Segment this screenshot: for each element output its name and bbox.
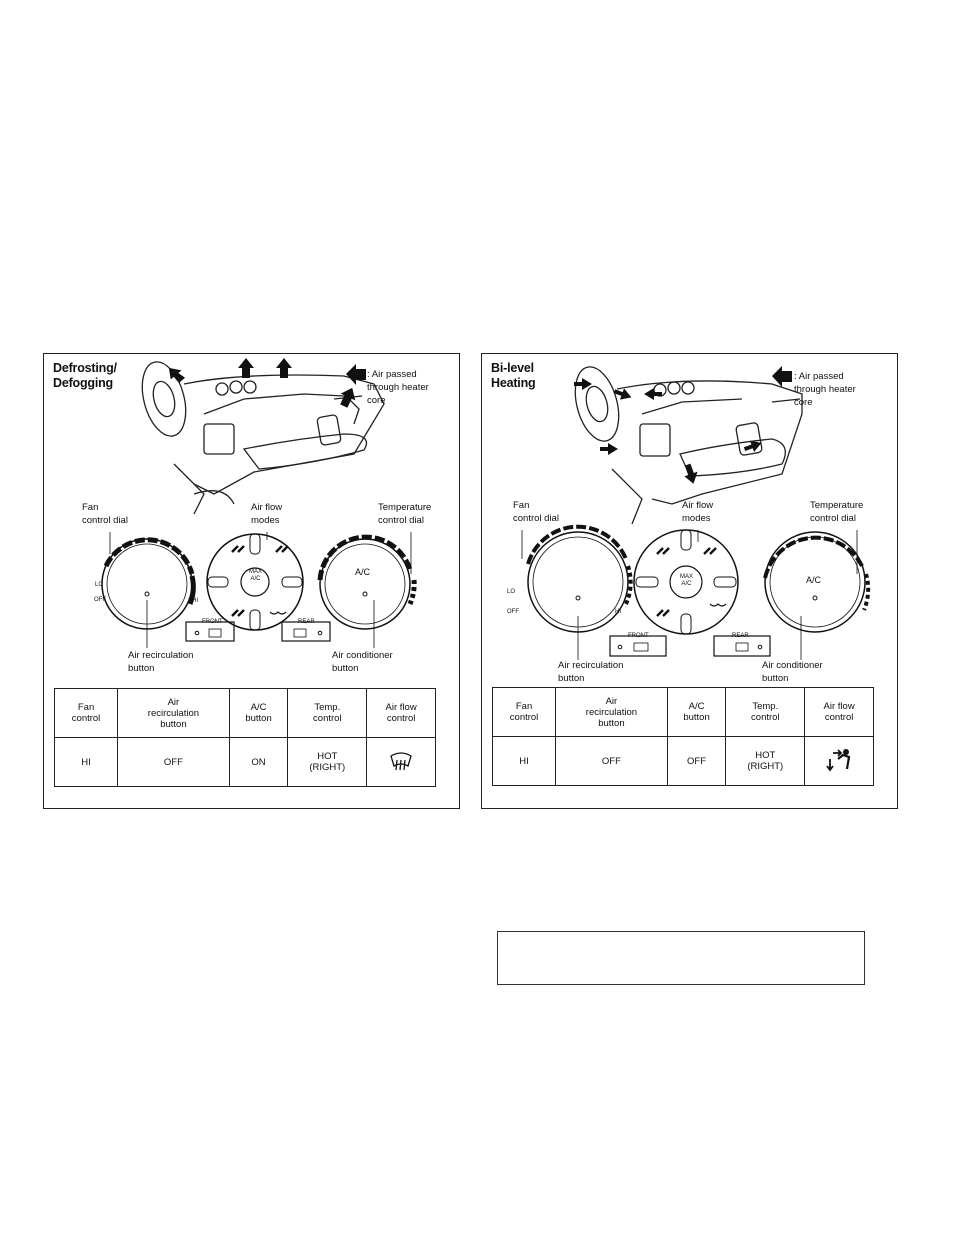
rear-defroster-button[interactable] bbox=[281, 621, 331, 642]
panel-title: Defrosting/ Defogging bbox=[53, 361, 117, 390]
temperature-control-dial[interactable] bbox=[317, 534, 417, 630]
dashboard-illustration bbox=[101, 358, 417, 648]
table-value-ac: OFF bbox=[666, 736, 727, 786]
table-header-temp: Temp.control bbox=[725, 687, 806, 737]
legend-text: : Air passed through heater core bbox=[367, 369, 429, 406]
table-value-fan: HI bbox=[53, 737, 119, 787]
table-value-row: HI OFF ON HOT(RIGHT) bbox=[53, 737, 436, 787]
table-value-airflow bbox=[366, 737, 436, 787]
front-label: FRONT bbox=[202, 619, 223, 625]
table-value-fan: HI bbox=[491, 736, 557, 786]
airflow-arrows bbox=[168, 358, 356, 408]
fan-lo-label: LO bbox=[95, 582, 104, 588]
fan-off-label: OFF bbox=[507, 609, 519, 615]
panel-title: Bi-level Heating bbox=[491, 361, 536, 390]
table-value-ac: ON bbox=[228, 737, 289, 787]
rear-label: REAR bbox=[298, 619, 315, 625]
rear-defroster-button[interactable] bbox=[713, 635, 771, 657]
empty-text-box bbox=[497, 931, 865, 985]
ac-button-label: A/C bbox=[355, 567, 371, 577]
fan-control-dial[interactable] bbox=[101, 537, 196, 630]
rear-label: REAR bbox=[732, 633, 749, 639]
fan-lo-label: LO bbox=[507, 589, 516, 595]
ac-button-label: A/C bbox=[806, 575, 822, 585]
table-value-temp: HOT(RIGHT) bbox=[725, 736, 806, 786]
fan-hi-label: HI bbox=[192, 598, 198, 604]
legend-arrow-icon bbox=[346, 364, 366, 385]
fan-off-label: OFF bbox=[94, 597, 106, 603]
table-value-airflow bbox=[804, 736, 874, 786]
table-header-temp: Temp.control bbox=[287, 688, 368, 738]
dashboard-illustration bbox=[521, 366, 871, 660]
table-value-row: HI OFF OFF HOT(RIGHT) bbox=[491, 736, 874, 786]
front-defroster-button[interactable] bbox=[185, 621, 235, 642]
table-value-recirc: OFF bbox=[555, 736, 668, 786]
air-flow-mode-dial[interactable] bbox=[206, 533, 304, 631]
temperature-control-dial[interactable] bbox=[763, 531, 871, 633]
airflow-arrows bbox=[574, 378, 762, 484]
front-defroster-button[interactable] bbox=[609, 635, 667, 657]
table-value-temp: HOT(RIGHT) bbox=[287, 737, 368, 787]
legend-arrow-icon bbox=[772, 366, 792, 387]
defrosting-panel: Defrosting/ Defogging bbox=[43, 353, 460, 809]
legend-text: : Air passed through heater core bbox=[794, 371, 856, 408]
table-value-recirc: OFF bbox=[117, 737, 230, 787]
bi-level-heating-panel: Bi-level Heating bbox=[481, 353, 898, 809]
defrost-icon bbox=[390, 751, 412, 770]
front-label: FRONT bbox=[628, 633, 649, 639]
bi-level-icon bbox=[826, 748, 851, 771]
air-flow-mode-dial[interactable] bbox=[633, 529, 739, 635]
fan-hi-label: HI bbox=[615, 609, 621, 615]
